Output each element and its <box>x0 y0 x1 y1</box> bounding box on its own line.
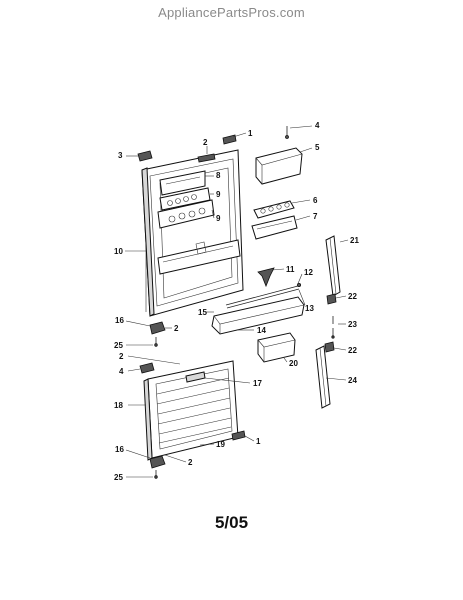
screw-4-top <box>285 126 289 139</box>
screw-25-bottom <box>154 470 158 479</box>
callout-2-middle: 2 <box>174 324 179 333</box>
callout-2-bottom: 2 <box>188 458 193 467</box>
callout-1: 1 <box>248 129 253 138</box>
door-shelf-8 <box>159 170 206 196</box>
callout-18: 18 <box>114 401 123 410</box>
callout-13: 13 <box>305 304 314 313</box>
egg-tray-6 <box>253 200 295 219</box>
callout-15: 15 <box>198 308 207 317</box>
callout-12: 12 <box>304 268 313 277</box>
callout-14: 14 <box>257 326 266 335</box>
door-shelf-7 <box>251 215 298 240</box>
handle-clip-22-lower <box>324 341 335 353</box>
callout-9-a: 9 <box>216 190 221 199</box>
callout-22-lower: 22 <box>348 346 357 355</box>
callout-16-middle: 16 <box>115 316 124 325</box>
callout-2: 2 <box>203 138 208 147</box>
hinge-16-bottom <box>149 455 166 469</box>
door-handle-upper-21 <box>325 235 341 297</box>
door-handle-lower-24 <box>315 345 331 409</box>
lower-door <box>143 360 239 461</box>
leader-lines <box>125 125 349 478</box>
hinge-16-middle <box>149 321 166 335</box>
hinge-4-lower <box>139 362 155 374</box>
callout-22-upper: 22 <box>348 292 357 301</box>
callout-21: 21 <box>350 236 359 245</box>
handle-clip-22-upper <box>326 293 337 305</box>
watermark-text: AppliancePartsPros.com <box>158 5 305 20</box>
hinge-cap-3 <box>137 150 153 162</box>
door-shelf-9-lower <box>157 199 215 229</box>
callout-17: 17 <box>253 379 262 388</box>
hinge-pin-1-lower <box>231 430 246 441</box>
retainer-11 <box>257 267 275 288</box>
callout-10: 10 <box>114 247 123 256</box>
bottle-bin-14 <box>211 296 305 335</box>
door-bin-large <box>157 239 241 275</box>
callout-2-lower-top: 2 <box>119 352 124 361</box>
callout-1-lower: 1 <box>256 437 261 446</box>
callout-19: 19 <box>216 440 225 449</box>
callout-4: 4 <box>315 121 320 130</box>
callout-16-bottom: 16 <box>115 445 124 454</box>
hinge-pin-1-top <box>222 134 237 145</box>
callout-25-bottom: 25 <box>114 473 123 482</box>
callout-11: 11 <box>286 265 295 274</box>
callout-4-lower: 4 <box>119 367 124 376</box>
screw-25-middle <box>154 337 158 347</box>
footer-code: 5/05 <box>214 513 249 532</box>
small-bin-20 <box>257 332 296 363</box>
callout-25-middle: 25 <box>114 341 123 350</box>
callout-3: 3 <box>118 151 123 160</box>
callout-9-b: 9 <box>216 214 221 223</box>
callout-6: 6 <box>313 196 318 205</box>
callout-8: 8 <box>216 171 221 180</box>
dairy-compartment-5 <box>255 147 303 185</box>
callout-labels: 1 2 3 4 5 6 7 8 9 9 10 11 12 13 14 15 2 … <box>114 121 359 482</box>
callout-7: 7 <box>313 212 318 221</box>
handle-screw-23 <box>331 316 335 339</box>
callout-20: 20 <box>289 359 298 368</box>
callout-24: 24 <box>348 376 357 385</box>
callout-23: 23 <box>348 320 357 329</box>
callout-5: 5 <box>315 143 320 152</box>
